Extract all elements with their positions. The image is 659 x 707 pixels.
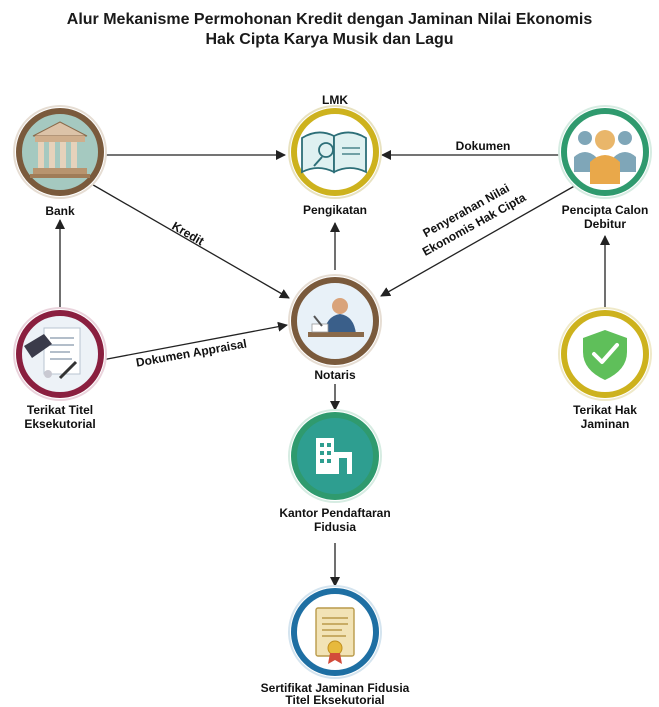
terikat-hak-label-line2: Jaminan <box>580 417 630 431</box>
edge-label-dokumen-appraisal: Dokumen Appraisal <box>135 336 248 369</box>
node-kantor <box>288 409 382 503</box>
bank-building-icon <box>30 121 90 178</box>
notary-desk-icon <box>308 298 364 337</box>
node-notaris <box>288 274 382 368</box>
arrow-pencipta-to-notaris <box>380 183 579 297</box>
diagram-title-line2: Hak Cipta Karya Musik dan Lagu <box>205 31 454 48</box>
sertifikat-label-line1: Sertifikat Jaminan Fidusia <box>260 681 410 695</box>
terikat-hak-label-line1: Terikat Hak <box>573 403 637 417</box>
node-terikat-titel <box>13 307 107 401</box>
pencipta-label-line1: Pencipta Calon <box>561 203 649 217</box>
kantor-label-line1: Kantor Pendaftaran <box>279 506 391 520</box>
terikat-titel-label-line2: Eksekutorial <box>24 417 96 431</box>
arrow-bank-to-notaris <box>87 181 290 299</box>
node-bank <box>13 105 107 199</box>
kantor-label-line2: Fidusia <box>313 520 356 534</box>
terikat-titel-label-line1: Terikat Titel <box>26 403 94 417</box>
arrow-terikat-titel-to-notaris <box>101 321 288 361</box>
node-terikat-hak <box>558 307 652 401</box>
edge-label-kredit: Kredit <box>169 219 206 248</box>
node-sertifikat <box>288 585 382 679</box>
bank-label: Bank <box>45 204 75 218</box>
office-building-icon <box>316 438 352 474</box>
diagram-title-line1: Alur Mekanisme Permohonan Kredit dengan … <box>66 11 593 28</box>
signing-book-icon <box>301 131 367 174</box>
signing-document-icon <box>24 327 81 380</box>
pencipta-label-line2: Debitur <box>584 217 626 231</box>
edge-label-dokumen: Dokumen <box>456 139 511 153</box>
node-pencipta <box>558 105 652 199</box>
node-lmk <box>288 105 382 199</box>
notaris-label: Notaris <box>314 368 356 382</box>
certificate-icon <box>315 607 355 664</box>
shield-check-icon <box>583 330 627 380</box>
sertifikat-label-line2: Titel Eksekutorial <box>285 693 385 707</box>
lmk-top-label: LMK <box>322 93 348 107</box>
lmk-label: Pengikatan <box>302 203 368 217</box>
people-group-icon <box>574 130 636 184</box>
